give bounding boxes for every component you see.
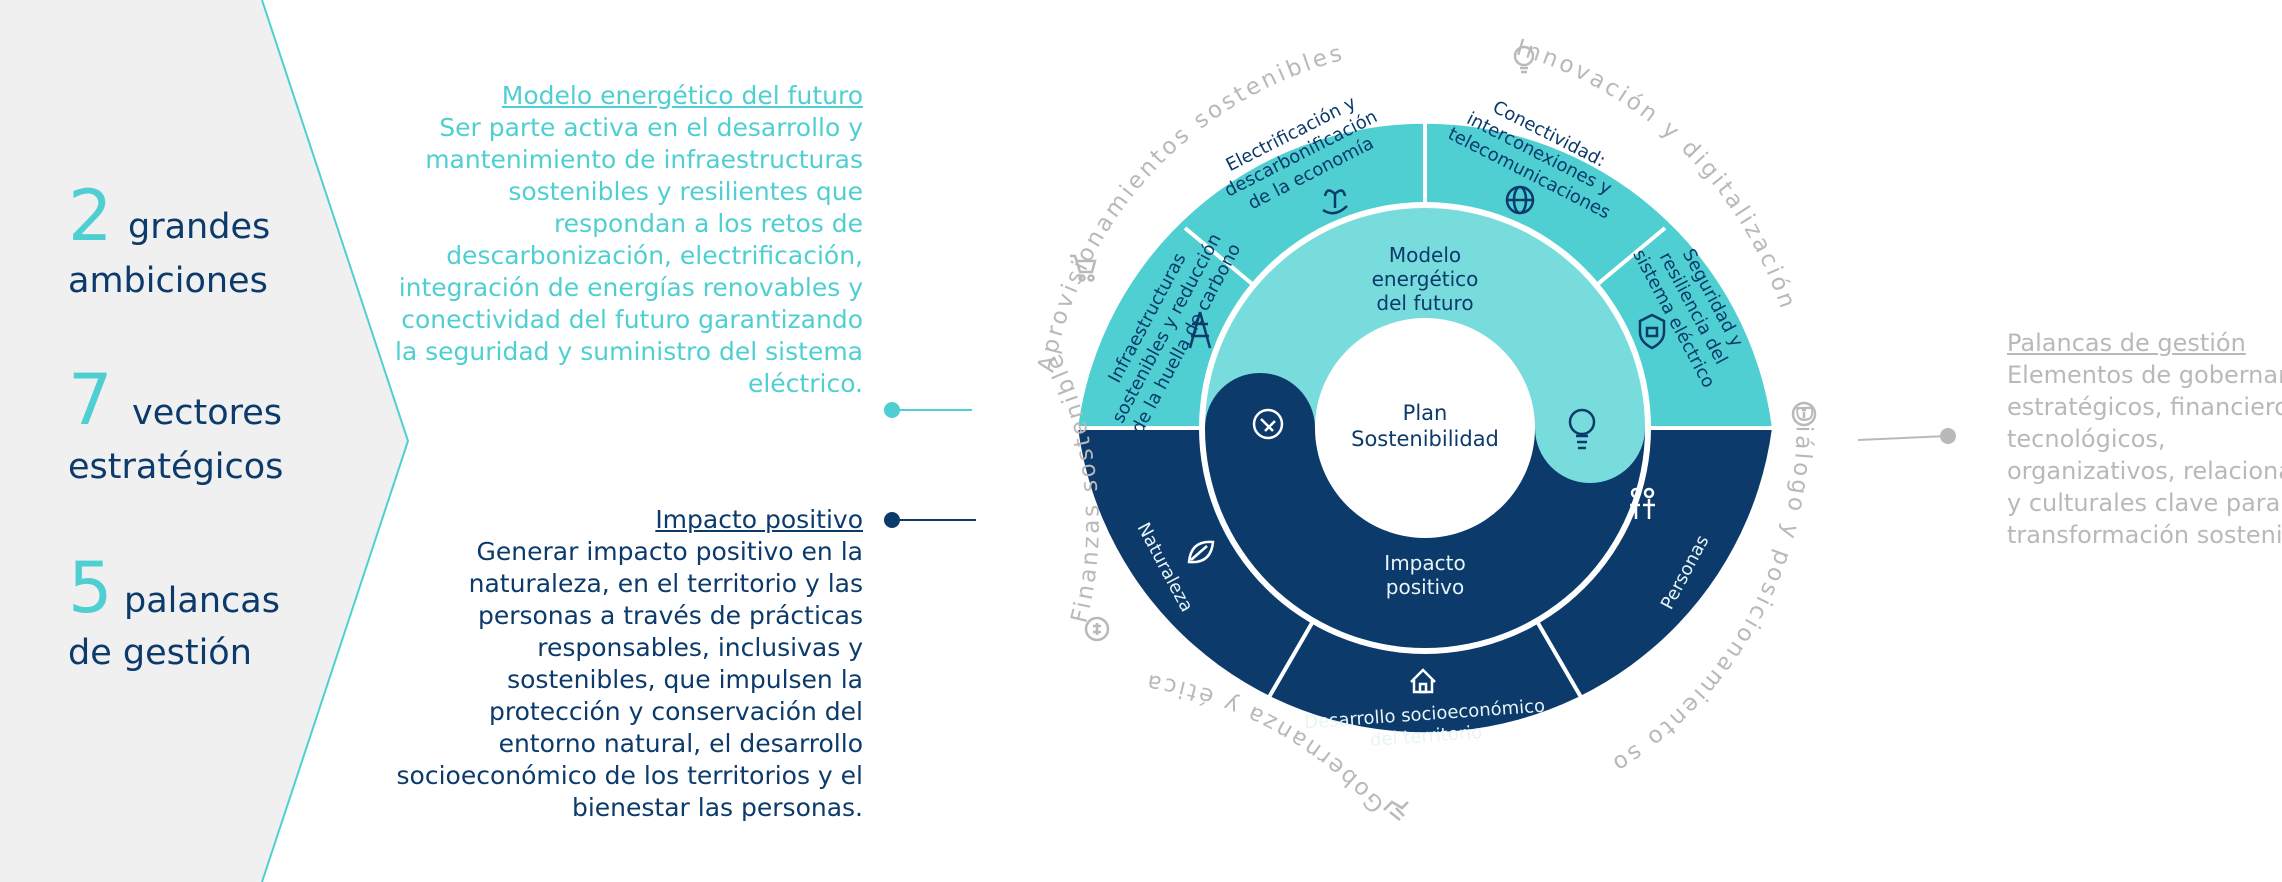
stat-1-word2: ambiciones xyxy=(68,261,268,301)
shield-lock-icon xyxy=(1638,313,1666,350)
stat-1-number: 2 xyxy=(68,175,113,257)
connector-impact-dot xyxy=(884,512,900,528)
coin-icon xyxy=(1084,616,1110,642)
palancas-line: y culturales clave para la xyxy=(2007,489,2282,517)
recycle-icon xyxy=(1252,408,1284,440)
center-circle xyxy=(1315,318,1535,538)
palancas-line: Elementos de gobernanza, xyxy=(2007,361,2282,389)
sustainability-wheel xyxy=(1078,78,1772,733)
center-label-2: Sostenibilidad xyxy=(1351,427,1499,451)
ambition-impact-body: Generar impacto positivo en la naturalez… xyxy=(396,537,863,822)
handshake-icon xyxy=(1383,800,1409,821)
inner-top-3: del futuro xyxy=(1376,291,1473,315)
ambition-impact: Impacto positivo Generar impacto positiv… xyxy=(390,504,863,824)
inner-top-2: energético xyxy=(1372,267,1479,291)
house-icon xyxy=(1410,668,1436,694)
stat-2-number: 7 xyxy=(68,359,113,441)
stat-2-word1: vectores xyxy=(132,393,282,433)
ambition-future-title[interactable]: Modelo energético del futuro xyxy=(501,81,863,110)
inner-top-1: Modelo xyxy=(1389,243,1461,267)
ambition-future: Modelo energético del futuro Ser parte a… xyxy=(390,80,863,400)
lightbulb-outline-icon xyxy=(1513,45,1535,74)
palancas-block: Palancas de gestión Elementos de goberna… xyxy=(2007,327,2282,551)
chat-icon xyxy=(1791,401,1817,427)
swirl-teal xyxy=(1535,426,1645,483)
cart-icon xyxy=(1070,254,1097,282)
connector-palancas-dot xyxy=(1940,428,1956,444)
inner-bottom-1: Impacto xyxy=(1384,551,1465,575)
stat-3-word1: palancas xyxy=(124,581,280,621)
stat-3-number: 5 xyxy=(68,547,113,629)
lightbulb-icon xyxy=(1568,408,1596,450)
connector-future-dot xyxy=(884,402,900,418)
stats-panel-edge xyxy=(261,0,410,882)
stat-2-word2: estratégicos xyxy=(68,447,283,487)
ambition-impact-title[interactable]: Impacto positivo xyxy=(655,505,863,534)
ambition-future-body: Ser parte activa en el desarrollo y mant… xyxy=(394,113,863,398)
palancas-line: tecnológicos, xyxy=(2007,425,2166,453)
connector-palancas xyxy=(1857,435,1949,441)
leaf-icon xyxy=(1187,540,1215,564)
palancas-line: transformación sostenible xyxy=(2007,521,2282,549)
globe-icon xyxy=(1505,185,1535,215)
stats-panel xyxy=(0,0,408,882)
hand-plant-icon xyxy=(1322,189,1348,215)
stat-3-word2: de gestión xyxy=(68,633,252,673)
palancas-title[interactable]: Palancas de gestión xyxy=(2007,329,2246,357)
inner-bottom-2: positivo xyxy=(1386,575,1464,599)
palancas-line: estratégicos, financieros, xyxy=(2007,393,2282,421)
center-label-1: Plan xyxy=(1403,401,1448,425)
swirl-navy xyxy=(1205,373,1315,430)
power-tower-leaf-icon xyxy=(1188,311,1212,349)
stat-1-word1: grandes xyxy=(128,207,270,247)
palancas-line: organizativos, relacionales xyxy=(2007,457,2282,485)
people-icon xyxy=(1630,487,1655,519)
